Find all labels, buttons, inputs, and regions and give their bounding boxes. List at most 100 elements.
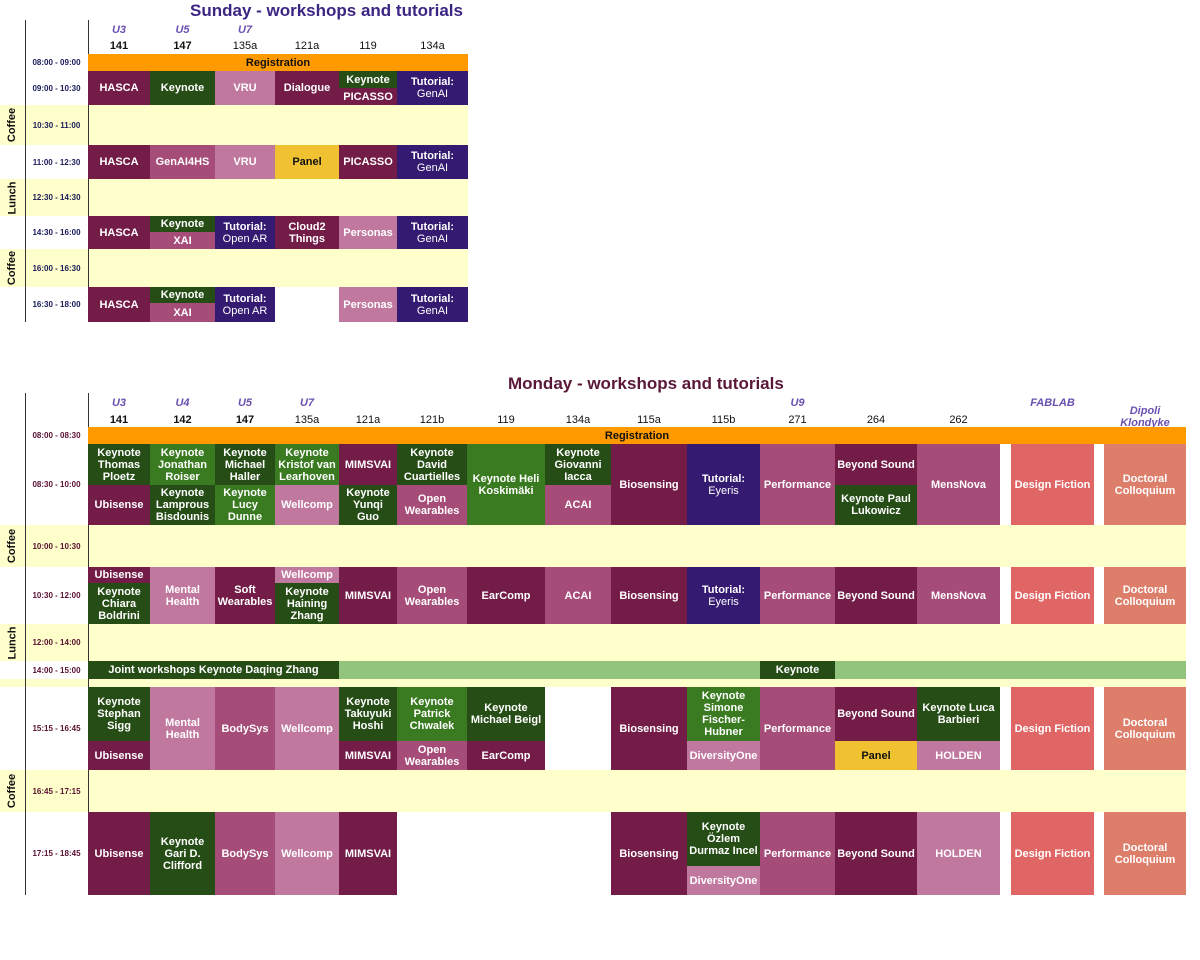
session-cell[interactable]: Registration xyxy=(88,54,468,71)
session-cell[interactable]: Keynote xyxy=(150,287,215,303)
session-cell[interactable]: Keynote Stephan Sigg xyxy=(88,687,150,741)
session-cell[interactable]: MIMSVAI xyxy=(339,444,397,485)
session-cell[interactable]: Keynote Michael Haller xyxy=(215,444,275,485)
session-cell[interactable]: Keynote David Cuartielles xyxy=(397,444,467,485)
session-cell[interactable]: Design Fiction xyxy=(1011,687,1094,770)
session-cell[interactable]: MensNova xyxy=(917,567,1000,624)
session-cell[interactable]: Tutorial:GenAI xyxy=(397,71,468,105)
session-cell[interactable]: HASCA xyxy=(88,216,150,249)
session-cell[interactable]: GenAI4HS xyxy=(150,145,215,179)
session-cell[interactable]: DiversityOne xyxy=(687,866,760,895)
session-cell[interactable]: Keynote Lucy Dunne xyxy=(215,485,275,525)
session-cell[interactable]: Registration xyxy=(88,427,1186,444)
session-cell[interactable]: Keynote Chiara Boldrini xyxy=(88,583,150,624)
session-cell[interactable]: Beyond Sound xyxy=(835,687,917,741)
session-cell[interactable]: XAI xyxy=(150,232,215,249)
session-cell[interactable]: Doctoral Colloquium xyxy=(1104,567,1186,624)
session-cell[interactable]: Performance xyxy=(760,687,835,770)
session-cell[interactable]: Performance xyxy=(760,812,835,895)
session-cell[interactable]: BodySys xyxy=(215,812,275,895)
session-cell[interactable]: Performance xyxy=(760,567,835,624)
session-cell[interactable]: Biosensing xyxy=(611,567,687,624)
session-cell[interactable]: Tutorial:Eyeris xyxy=(687,444,760,525)
session-cell[interactable]: Open Wearables xyxy=(397,741,467,770)
session-cell[interactable]: Mental Health xyxy=(150,567,215,624)
session-cell[interactable]: Tutorial:Eyeris xyxy=(687,567,760,624)
session-cell[interactable]: Cloud2 Things xyxy=(275,216,339,249)
session-cell[interactable]: Keynote Kristof van Learhoven xyxy=(275,444,339,485)
session-cell[interactable]: Soft Wearables xyxy=(215,567,275,624)
session-cell[interactable]: Dialogue xyxy=(275,71,339,105)
session-cell[interactable]: EarComp xyxy=(467,741,545,770)
session-cell[interactable]: DiversityOne xyxy=(687,741,760,770)
session-cell[interactable]: HASCA xyxy=(88,71,150,105)
session-cell[interactable]: Keynote Takuyuki Hoshi xyxy=(339,687,397,741)
session-cell[interactable]: Keynote xyxy=(150,216,215,232)
session-cell[interactable]: Keynote Gari D. Clifford xyxy=(150,812,215,895)
session-cell[interactable]: HASCA xyxy=(88,145,150,179)
session-cell[interactable]: MIMSVAI xyxy=(339,567,397,624)
session-cell[interactable]: ACAI xyxy=(545,485,611,525)
session-cell[interactable]: Wellcomp xyxy=(275,485,339,525)
session-cell[interactable]: MIMSVAI xyxy=(339,741,397,770)
session-cell[interactable]: MIMSVAI xyxy=(339,812,397,895)
session-cell[interactable]: Panel xyxy=(835,741,917,770)
session-cell[interactable]: Tutorial:GenAI xyxy=(397,145,468,179)
session-cell[interactable]: Keynote Yunqi Guo xyxy=(339,485,397,525)
session-cell[interactable]: Design Fiction xyxy=(1011,567,1094,624)
session-cell[interactable]: Ubisense xyxy=(88,567,150,583)
session-cell[interactable]: Joint workshops Keynote Daqing Zhang xyxy=(88,661,339,679)
session-cell[interactable]: Keynote Özlem Durmaz Incel xyxy=(687,812,760,866)
session-cell[interactable]: Biosensing xyxy=(611,687,687,770)
session-cell[interactable]: Keynote Simone Fischer- Hubner xyxy=(687,687,760,741)
session-cell[interactable]: Panel xyxy=(275,145,339,179)
session-cell[interactable]: Keynote Jonathan Roiser xyxy=(150,444,215,485)
session-cell[interactable]: VRU xyxy=(215,145,275,179)
session-cell[interactable]: Personas xyxy=(339,287,397,322)
session-cell[interactable]: Design Fiction xyxy=(1011,812,1094,895)
session-cell[interactable]: Tutorial:Open AR xyxy=(215,287,275,322)
session-cell[interactable]: Mental Health xyxy=(150,687,215,770)
session-cell[interactable]: Wellcomp xyxy=(275,567,339,583)
session-cell[interactable]: Biosensing xyxy=(611,444,687,525)
session-cell[interactable]: Keynote Luca Barbieri xyxy=(917,687,1000,741)
session-cell[interactable]: PICASSO xyxy=(339,88,397,105)
session-cell[interactable]: PICASSO xyxy=(339,145,397,179)
session-cell[interactable]: Keynote xyxy=(150,71,215,105)
session-cell[interactable]: Open Wearables xyxy=(397,567,467,624)
session-cell[interactable]: Ubisense xyxy=(88,485,150,525)
session-cell[interactable]: Keynote xyxy=(760,661,835,679)
session-cell[interactable]: Keynote Giovanni Iacca xyxy=(545,444,611,485)
session-cell[interactable]: BodySys xyxy=(215,687,275,770)
session-cell[interactable]: Ubisense xyxy=(88,812,150,895)
session-cell[interactable]: Beyond Sound xyxy=(835,444,917,485)
session-cell[interactable]: Doctoral Colloquium xyxy=(1104,444,1186,525)
session-cell[interactable]: Ubisense xyxy=(88,741,150,770)
session-cell[interactable]: EarComp xyxy=(467,567,545,624)
session-cell[interactable]: MensNova xyxy=(917,444,1000,525)
session-cell[interactable]: Keynote Thomas Ploetz xyxy=(88,444,150,485)
session-cell[interactable]: Keynote Patrick Chwalek xyxy=(397,687,467,741)
session-cell[interactable]: Tutorial:GenAI xyxy=(397,287,468,322)
session-cell[interactable]: Design Fiction xyxy=(1011,444,1094,525)
session-cell[interactable]: Tutorial:Open AR xyxy=(215,216,275,249)
session-cell[interactable]: Beyond Sound xyxy=(835,812,917,895)
session-cell[interactable]: Personas xyxy=(339,216,397,249)
session-cell[interactable]: Keynote xyxy=(339,71,397,88)
session-cell[interactable]: Biosensing xyxy=(611,812,687,895)
session-cell[interactable]: Keynote Haining Zhang xyxy=(275,583,339,624)
session-cell[interactable]: Beyond Sound xyxy=(835,567,917,624)
session-cell[interactable]: Keynote Paul Lukowicz xyxy=(835,485,917,525)
session-cell[interactable]: Doctoral Colloquium xyxy=(1104,812,1186,895)
session-cell[interactable]: Keynote Heli Koskimäki xyxy=(467,444,545,525)
session-cell[interactable]: Wellcomp xyxy=(275,687,339,770)
session-cell[interactable]: HOLDEN xyxy=(917,812,1000,895)
session-cell[interactable]: Tutorial:GenAI xyxy=(397,216,468,249)
session-cell[interactable]: Keynote Michael Beigl xyxy=(467,687,545,741)
session-cell[interactable]: VRU xyxy=(215,71,275,105)
session-cell[interactable]: Open Wearables xyxy=(397,485,467,525)
session-cell[interactable]: HOLDEN xyxy=(917,741,1000,770)
session-cell[interactable]: HASCA xyxy=(88,287,150,322)
session-cell[interactable]: Keynote Lamprous Bisdounis xyxy=(150,485,215,525)
session-cell[interactable]: XAI xyxy=(150,303,215,322)
